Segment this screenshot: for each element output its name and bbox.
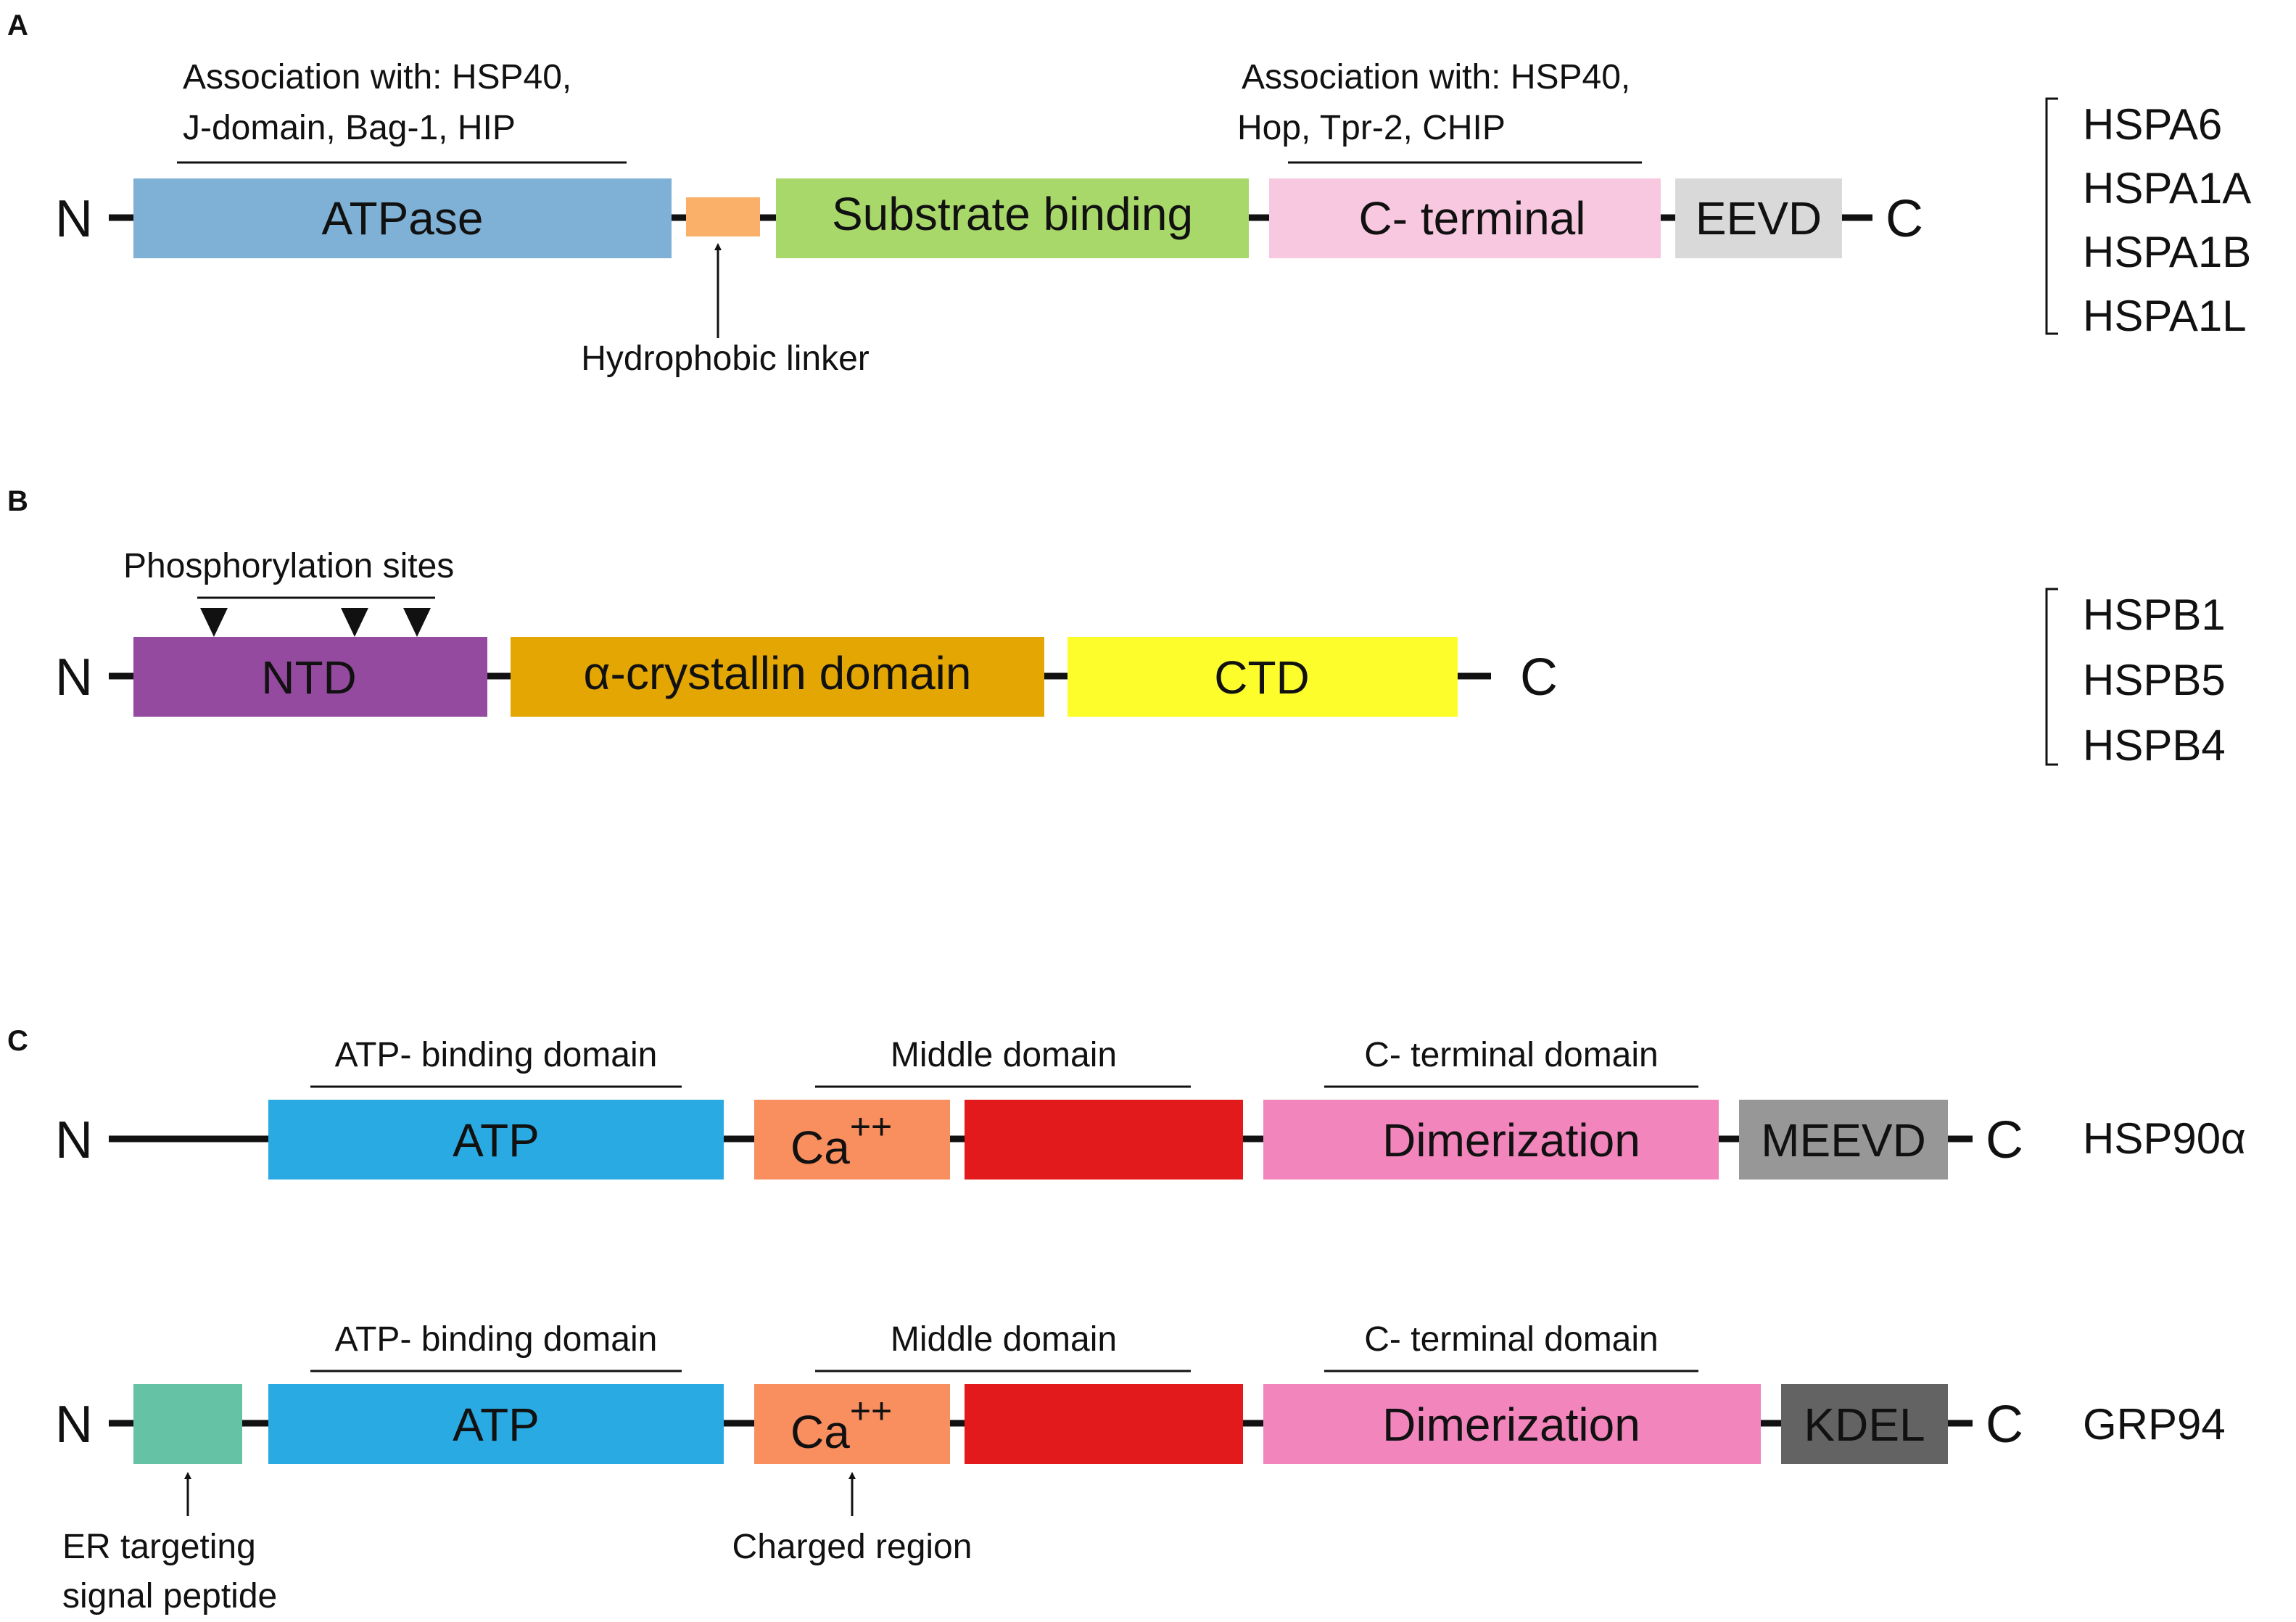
family-item: HSPB1 [2083,590,2226,639]
panel-c-letter: C [7,1025,28,1057]
phosphorylation-site-marker [200,608,228,637]
grp94-cterm-domain-annotation: C- terminal domain [1364,1320,1658,1359]
phosphorylation-annotation: Phosphorylation sites [123,547,454,585]
calcium-symbol: Ca [790,1121,850,1174]
substrate-binding-label: Substrate binding [832,188,1193,240]
linker-annotation: Hydrophobic linker [581,339,870,378]
hsp90a-meevd-domain [1739,1100,1948,1180]
grp94-kdel-domain [1781,1384,1948,1464]
panel-b-n-terminus: N [55,649,93,707]
grp94-row: N C ATP Ca++ Dimerization KDEL ATP- bind… [55,1320,2226,1615]
panel-b: B N C NTD α-crystallin domain CTD Phosph… [7,485,2226,770]
family-item: HSPA1B [2083,228,2251,276]
hsp90a-middle-domain-annotation: Middle domain [891,1036,1117,1074]
panel-b-letter: B [7,485,28,517]
hsp90a-atp-label: ATP [453,1114,540,1166]
grp94-name: GRP94 [2083,1400,2226,1449]
grp94-atp-domain-annotation: ATP- binding domain [335,1320,658,1359]
eevd-domain [1675,178,1842,258]
panel-c: C N C ATP Ca++ Dimerization MEEVD ATP- [7,1025,2246,1615]
calcium-charge: ++ [850,1106,892,1147]
calcium-charge: ++ [850,1391,892,1431]
hsp90a-calcium-label: Ca++ [790,1106,892,1174]
grp94-atp-label: ATP [453,1399,540,1451]
grp94-n-terminus: N [55,1396,93,1454]
panel-a-c-terminus: C [1886,190,1923,248]
hsp90a-n-terminus: N [55,1111,93,1169]
hsp90a-calcium-domain [754,1100,950,1180]
panel-a: A N C ATPase Substrate binding C- termin… [7,9,2251,378]
calcium-symbol: Ca [790,1406,850,1458]
grp94-middle-domain-annotation: Middle domain [891,1320,1117,1359]
alpha-crystallin-label: α-crystallin domain [584,647,972,699]
atpase-label: ATPase [322,192,484,244]
ntd-label: NTD [261,651,357,704]
family-item: HSPA1A [2083,164,2251,213]
panel-a-left-annotation-line1: Association with: HSP40, [183,58,571,96]
hsp90a-cterm-domain-annotation: C- terminal domain [1364,1036,1658,1074]
panel-b-family-bracket [2045,588,2058,766]
panel-a-n-terminus: N [55,190,93,248]
panel-a-left-annotation-line2: J-domain, Bag-1, HIP [183,109,516,147]
c-terminal-domain [1269,178,1661,258]
phosphorylation-site-marker [403,608,431,637]
hsp90a-dimerization-label: Dimerization [1382,1114,1640,1166]
phosphorylation-site-marker [341,608,368,637]
hsp90a-middle-domain [965,1100,1243,1180]
c-terminal-label: C- terminal [1359,192,1586,244]
er-signal-annotation-line1: ER targeting [62,1528,256,1566]
grp94-kdel-label: KDEL [1804,1399,1925,1451]
grp94-c-terminus: C [1986,1396,2023,1454]
hsp90a-dimerization-domain [1263,1100,1719,1180]
er-signal-annotation-line2: signal peptide [62,1577,277,1615]
atpase-domain [133,178,672,258]
grp94-dimerization-domain [1263,1384,1761,1464]
ntd-domain [133,637,487,717]
panel-a-right-annotation-line2: Hop, Tpr-2, CHIP [1237,109,1506,147]
family-item: HSPA1L [2083,292,2247,340]
panel-a-letter: A [7,9,28,41]
grp94-dimerization-label: Dimerization [1382,1399,1640,1451]
family-item: HSPB5 [2083,656,2226,704]
family-item: HSPB4 [2083,721,2226,770]
ctd-label: CTD [1214,651,1310,704]
hsp90a-meevd-label: MEEVD [1761,1114,1926,1166]
hsp90a-atp-domain [268,1100,724,1180]
grp94-calcium-label: Ca++ [790,1391,892,1458]
hsp90a-name: HSP90α [2083,1114,2246,1163]
hsp90a-row: N C ATP Ca++ Dimerization MEEVD ATP- bin… [55,1036,2246,1180]
hsp90a-atp-domain-annotation: ATP- binding domain [335,1036,658,1074]
panel-a-family-bracket [2045,97,2058,335]
grp94-calcium-domain [754,1384,950,1464]
substrate-binding-domain [776,178,1249,258]
grp94-atp-domain [268,1384,724,1464]
grp94-middle-domain [965,1384,1243,1464]
hsp90a-c-terminus: C [1986,1111,2023,1169]
panel-a-right-annotation-line1: Association with: HSP40, [1242,58,1630,96]
ctd-domain [1068,637,1458,717]
family-item: HSPA6 [2083,100,2222,149]
grp94-er-signal-domain [133,1384,242,1464]
panel-b-c-terminus: C [1520,649,1558,707]
charged-region-annotation: Charged region [732,1528,973,1566]
alpha-crystallin-domain [511,637,1044,717]
hydrophobic-linker-domain [686,197,760,236]
eevd-label: EEVD [1696,192,1822,244]
